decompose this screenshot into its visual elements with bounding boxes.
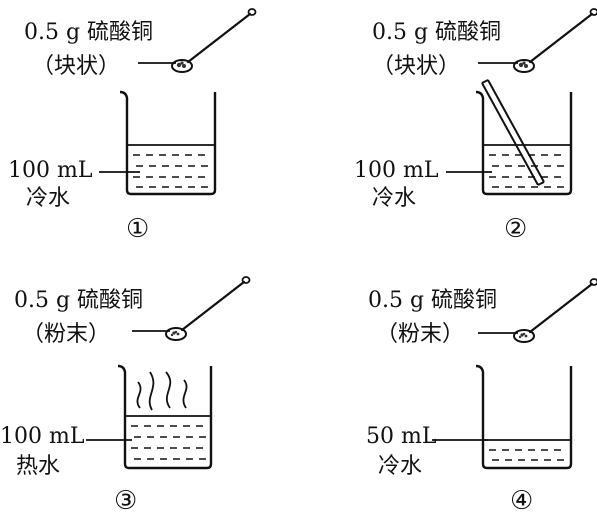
panel-1-water: 冷水 <box>26 186 71 211</box>
beaker-2 <box>475 90 573 196</box>
panel-2-form: （块状） <box>372 54 461 79</box>
glass-rod <box>481 79 545 186</box>
panel-4-drawing <box>432 277 597 470</box>
panel-2-drawing <box>446 7 597 196</box>
beaker-4 <box>475 364 573 470</box>
panel-4-form: （粉末） <box>376 322 465 347</box>
spoon-1 <box>170 7 257 74</box>
panel-3-index: ③ <box>114 486 138 516</box>
water-dashes-2 <box>489 154 567 188</box>
water-dashes-3 <box>131 425 207 460</box>
panel-3-volume: 100 mL <box>0 424 85 449</box>
spoon-4 <box>512 277 597 344</box>
panel-1-form: （块状） <box>32 54 121 79</box>
panel-4-amount: 0.5 g 硫酸铜 <box>368 288 498 313</box>
panel-4-water: 冷水 <box>378 454 423 479</box>
panel-4-index: ④ <box>510 486 534 516</box>
panel-1-drawing <box>99 7 257 196</box>
panel-1-index: ① <box>126 214 150 244</box>
panel-4-volume: 50 mL <box>366 424 437 449</box>
spoon-3 <box>164 275 251 342</box>
steam <box>136 371 188 411</box>
panel-3-drawing <box>86 275 251 470</box>
panel-3-amount: 0.5 g 硫酸铜 <box>14 288 144 313</box>
water-dashes-4 <box>489 449 567 461</box>
panel-2-volume: 100 mL <box>354 158 439 183</box>
water-dashes-1 <box>133 154 211 188</box>
panel-2-water: 冷水 <box>372 186 417 211</box>
panel-1-amount: 0.5 g 硫酸铜 <box>24 20 154 45</box>
panel-3-form: （粉末） <box>22 322 111 347</box>
spoon-2 <box>512 7 597 74</box>
beaker-3 <box>117 364 213 470</box>
panel-3-water: 热水 <box>16 454 61 479</box>
beaker-1 <box>119 90 217 196</box>
panel-2-amount: 0.5 g 硫酸铜 <box>372 20 502 45</box>
panel-1-volume: 100 mL <box>8 158 93 183</box>
panel-2-index: ② <box>504 214 528 244</box>
